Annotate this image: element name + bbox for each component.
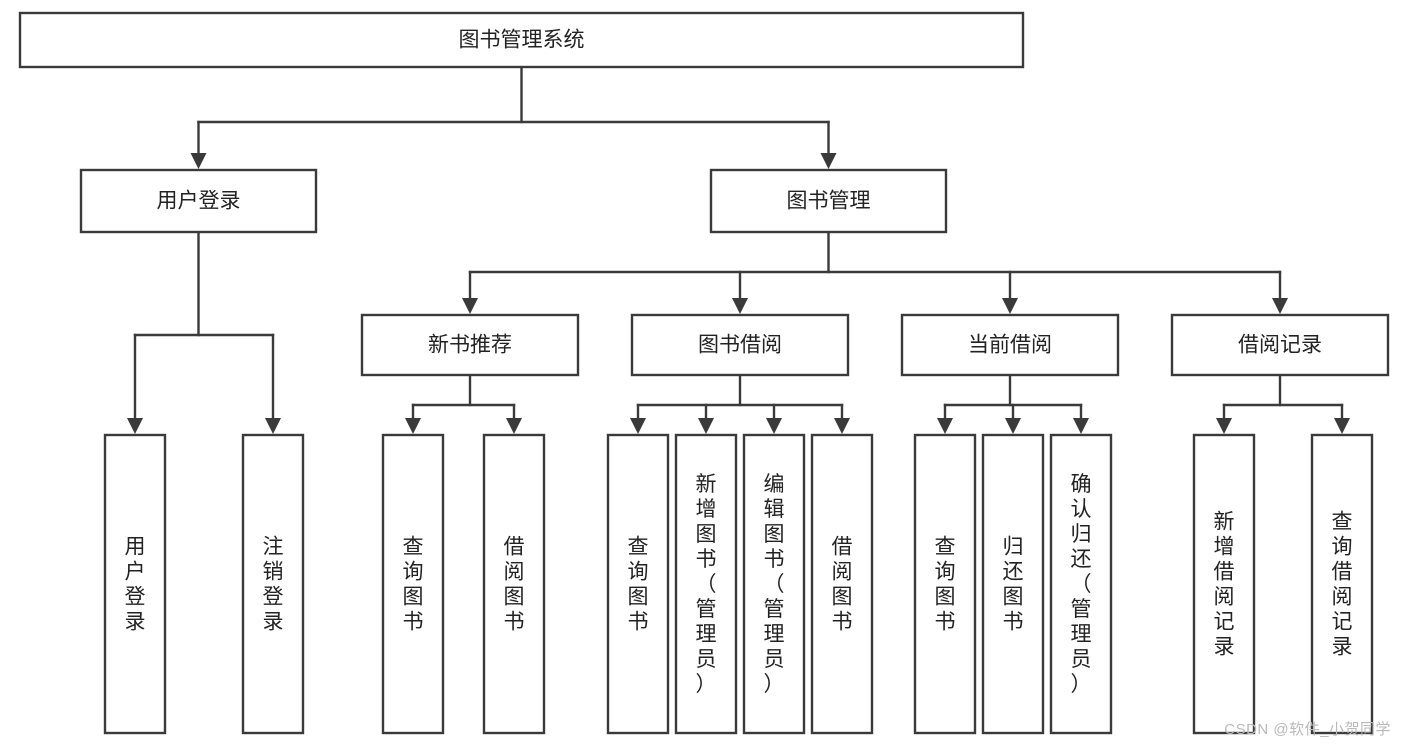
node-leaf-query-record[interactable]: 查询借阅记录 <box>1310 433 1374 735</box>
node-book-manage[interactable]: 图书管理 <box>709 168 948 234</box>
node-label-leaf-add-book: 新增图书（管理员） <box>696 473 717 696</box>
node-box-root[interactable] <box>18 11 1025 69</box>
node-book-borrow[interactable]: 图书借阅 <box>630 313 850 377</box>
node-box-leaf-borrow-book-1[interactable] <box>482 433 546 735</box>
arrow-head-icon <box>820 153 837 169</box>
node-label-leaf-query-record: 查询借阅记录 <box>1332 511 1353 659</box>
node-box-leaf-query-book-3[interactable] <box>913 433 977 735</box>
node-label-book-borrow: 图书借阅 <box>698 334 782 357</box>
arrow-head-icon <box>462 298 478 314</box>
arrow-head-icon <box>506 418 522 434</box>
connector-group-new-book-recommend <box>405 373 522 434</box>
node-box-leaf-user-login[interactable] <box>103 433 167 735</box>
node-box-leaf-query-book-2[interactable] <box>606 433 670 735</box>
node-current-borrow[interactable]: 当前借阅 <box>900 313 1120 377</box>
arrow-head-icon <box>1216 418 1232 434</box>
node-box-leaf-add-book[interactable] <box>674 433 738 735</box>
node-label-leaf-query-book-1: 查询图书 <box>403 536 424 634</box>
edge-layer <box>127 65 1350 434</box>
arrow-head-icon <box>834 418 850 434</box>
node-box-leaf-confirm-return[interactable] <box>1049 433 1113 735</box>
node-box-leaf-edit-book[interactable] <box>742 433 806 735</box>
arrow-head-icon <box>265 418 281 434</box>
connector-group-borrow-record <box>1216 373 1350 434</box>
node-label-leaf-query-book-3: 查询图书 <box>935 536 956 634</box>
arrow-head-icon <box>405 418 421 434</box>
connector-group-current-borrow <box>937 373 1089 434</box>
arrow-head-icon <box>1002 298 1018 314</box>
node-box-leaf-user-logout[interactable] <box>241 433 305 735</box>
node-leaf-borrow-book-2[interactable]: 借阅图书 <box>810 433 874 735</box>
arrow-head-icon <box>732 298 748 314</box>
node-box-leaf-query-book-1[interactable] <box>381 433 445 735</box>
node-box-current-borrow[interactable] <box>900 313 1120 377</box>
node-box-borrow-record[interactable] <box>1170 313 1390 377</box>
node-leaf-edit-book[interactable]: 编辑图书（管理员） <box>742 433 806 735</box>
connector-group-book-manage <box>462 230 1288 314</box>
node-box-leaf-borrow-book-2[interactable] <box>810 433 874 735</box>
node-label-leaf-user-logout: 注销登录 <box>263 536 284 634</box>
arrow-head-icon <box>698 418 714 434</box>
arrow-head-icon <box>1272 298 1288 314</box>
node-box-user-login[interactable] <box>79 168 318 234</box>
node-label-leaf-return-book: 归还图书 <box>1003 536 1024 634</box>
node-leaf-borrow-book-1[interactable]: 借阅图书 <box>482 433 546 735</box>
node-leaf-user-login[interactable]: 用户登录 <box>103 433 167 735</box>
node-box-leaf-query-record[interactable] <box>1310 433 1374 735</box>
node-leaf-query-book-1[interactable]: 查询图书 <box>381 433 445 735</box>
node-label-root: 图书管理系统 <box>459 29 585 52</box>
node-label-current-borrow: 当前借阅 <box>968 334 1052 357</box>
node-label-leaf-user-login: 用户登录 <box>125 536 146 634</box>
node-leaf-user-logout[interactable]: 注销登录 <box>241 433 305 735</box>
node-box-leaf-add-record[interactable] <box>1192 433 1256 735</box>
arrow-head-icon <box>1334 418 1350 434</box>
node-root[interactable]: 图书管理系统 <box>18 11 1025 69</box>
node-layer: 图书管理系统用户登录图书管理新书推荐图书借阅当前借阅借阅记录用户登录注销登录查询… <box>18 11 1390 735</box>
arrow-head-icon <box>1005 418 1021 434</box>
node-leaf-return-book[interactable]: 归还图书 <box>981 433 1045 735</box>
node-label-user-login: 用户登录 <box>157 190 241 213</box>
arrow-head-icon <box>190 153 207 169</box>
node-new-book-recommend[interactable]: 新书推荐 <box>360 313 580 377</box>
arrow-head-icon <box>630 418 646 434</box>
node-label-leaf-borrow-book-1: 借阅图书 <box>504 536 525 634</box>
connector-group-book-borrow <box>630 373 850 434</box>
node-box-book-manage[interactable] <box>709 168 948 234</box>
node-label-leaf-edit-book: 编辑图书（管理员） <box>764 473 785 696</box>
node-user-login[interactable]: 用户登录 <box>79 168 318 234</box>
csdn-watermark: CSDN @软件_小贺同学 <box>1224 721 1391 738</box>
arrow-head-icon <box>127 418 143 434</box>
node-label-leaf-borrow-book-2: 借阅图书 <box>832 536 853 634</box>
node-leaf-query-book-2[interactable]: 查询图书 <box>606 433 670 735</box>
node-borrow-record[interactable]: 借阅记录 <box>1170 313 1390 377</box>
node-label-borrow-record: 借阅记录 <box>1238 334 1322 357</box>
arrow-head-icon <box>1073 418 1089 434</box>
arrow-head-icon <box>766 418 782 434</box>
connector-group-user-login <box>127 230 281 434</box>
node-leaf-confirm-return[interactable]: 确认归还（管理员） <box>1049 433 1113 735</box>
node-box-book-borrow[interactable] <box>630 313 850 377</box>
node-label-leaf-add-record: 新增借阅记录 <box>1214 511 1235 659</box>
node-leaf-add-book[interactable]: 新增图书（管理员） <box>674 433 738 735</box>
node-box-leaf-return-book[interactable] <box>981 433 1045 735</box>
arrow-head-icon <box>937 418 953 434</box>
node-box-new-book-recommend[interactable] <box>360 313 580 377</box>
node-label-new-book-recommend: 新书推荐 <box>428 334 512 357</box>
node-label-leaf-confirm-return: 确认归还（管理员） <box>1071 473 1092 696</box>
node-label-leaf-query-book-2: 查询图书 <box>628 536 649 634</box>
connector-group-root <box>190 65 837 169</box>
node-label-book-manage: 图书管理 <box>787 190 871 213</box>
node-leaf-query-book-3[interactable]: 查询图书 <box>913 433 977 735</box>
node-leaf-add-record[interactable]: 新增借阅记录 <box>1192 433 1256 735</box>
